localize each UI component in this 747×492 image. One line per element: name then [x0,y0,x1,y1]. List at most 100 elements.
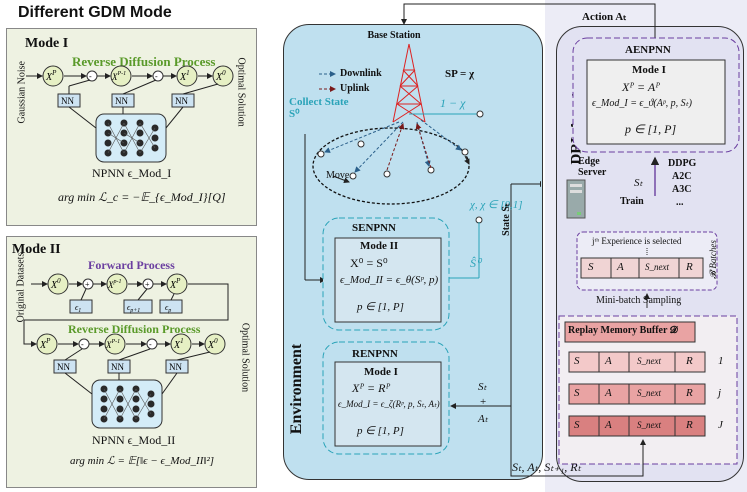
aenpnn-eq2: ϵ_Mod_I = ϵ_ϑ(Aᵖ, p, Sₜ) [592,98,692,109]
mode2-fwd-xp1: Xp-1 [106,273,128,295]
svg-text:X0: X0 [207,337,218,351]
buf-row2-index: j [718,387,722,399]
s-hat-label: Ŝ⁰ [470,256,481,270]
mode1-loss: arg min ℒ_c = −𝔼_{ϵ_Mod_I}[Q] [58,190,226,204]
buf-row3-s: S [574,419,580,431]
agent-diagram [401,3,740,477]
buffer-title: Replay Memory Buffer 𝓓 [568,325,678,336]
mode2-npnn-label: NPNN ϵ_Mod_II [92,433,176,447]
svg-text:NN: NN [169,362,182,372]
renpnn-mode: Mode I [364,366,398,378]
mode2-rev-xp1: XP-1 [104,333,126,355]
batch-cell-snext: S_next [645,262,669,272]
buf-row1-snext: S_next [637,356,661,366]
action-label: Action Aₜ [582,11,627,23]
mode2-panel [6,236,257,488]
at-label: Aₜ [478,413,488,425]
tower-icon [392,43,426,123]
svg-text:NN: NN [175,96,188,106]
svg-text:Xp-1: Xp-1 [107,279,122,290]
mode2-loss: arg min ℒ = 𝔼[‖ϵ − ϵ_Mod_II‖²] [70,455,215,467]
senpnn-eq1: X⁰ = S⁰ [350,256,388,270]
buf-row1-a: A [605,355,612,367]
svg-text:NN: NN [61,96,74,106]
aenpnn-eq1: Xᴾ = Aᴾ [622,80,660,94]
svg-text:-: - [149,340,152,349]
one-minus-chi-label: 1 − χ [440,96,466,110]
aenpnn-title: AENPNN [625,44,671,56]
svg-text:ϵ1: ϵ1 [75,303,81,314]
batch-cell-a: A [617,261,624,273]
mode2-rev-x1: X1 [170,333,192,355]
svg-text:X0: X0 [50,277,61,291]
mode1-process-title: Reverse Diffusion Process [72,54,216,69]
st-label: Sₜ [478,381,487,393]
svg-text:X1: X1 [179,69,190,83]
buf-row1-s: S [574,355,580,367]
algo-a3c: A3C [672,184,692,195]
server-icon [566,179,586,219]
svg-text:-: - [89,72,92,81]
buf-row1-r: R [686,355,693,367]
minibatch-label: Mini-batch Sampling [596,295,682,306]
svg-text:XP-1: XP-1 [111,71,126,82]
mode2-fwd-x0: X0 [47,273,69,295]
batches-label: 𝓑 Batches [707,240,718,279]
mode2-rev-xp: XP [36,333,58,355]
svg-text:+: + [85,280,90,289]
buf-row3-index: J [718,419,723,431]
svg-text:NN: NN [115,96,128,106]
svg-text:NN: NN [111,362,124,372]
mode2-diagram: X0 + Xp-1 + XP ϵ1 ϵp+1 ϵp XP - XP-1 - X1… [23,273,229,429]
algo-more: ... [676,197,684,208]
mode2-forward-title: Forward Process [88,258,175,272]
mode1-node-xp1: XP-1 [110,65,132,87]
svg-text:X1: X1 [173,337,184,351]
uplink-label: Uplink [340,83,370,94]
renpnn-title: RENPNN [352,348,398,360]
sp-label: SP = χ [445,68,475,80]
svg-text:-: - [81,340,84,349]
svg-text:ϵp+1: ϵp+1 [127,303,140,314]
svg-text:NN: NN [57,362,70,372]
senpnn-range: p ∈ [1, P] [357,301,404,313]
buf-row3-r: R [686,419,693,431]
aenpnn-mode: Mode I [632,64,666,76]
agent-st-label: Sₜ [634,177,643,189]
aenpnn-range: p ∈ [1, P] [625,122,677,136]
mode1-node-x0: X0 [212,65,234,87]
svg-text:-: - [155,72,158,81]
batch-cell-r: R [686,261,693,273]
base-station-label: Base Station [367,30,421,41]
batch-cell-s: S [588,261,594,273]
buf-row3-a: A [605,419,612,431]
chi-range-label: χ, χ ∈ [0,1] [470,199,523,211]
tuple-label: Sₜ, Aₜ, Sₜ₊₁, Rₜ [512,460,582,474]
collect-state-label: Collect State S⁰ [289,96,349,120]
senpnn-mode: Mode II [360,240,399,252]
mode2-rev-x0: X0 [204,333,226,355]
mode1-node-xp: XP [42,65,64,87]
mode1-diagram: XP - XP-1 - X1 X0 NN NN NN [26,65,234,163]
svg-text:ϵp: ϵp [165,303,171,314]
plus-label: + [480,396,487,408]
svg-text:+: + [145,280,150,289]
downlink-label: Downlink [340,68,382,79]
left-title: Different GDM Mode [18,4,172,21]
buf-row1-index: 1 [718,355,724,367]
mode2-label: Mode II [12,242,61,257]
svg-text:XP-1: XP-1 [105,339,120,350]
mode1-node-x1: X1 [176,65,198,87]
svg-text:X0: X0 [215,69,226,83]
buf-row3-snext: S_next [637,420,661,430]
experience-selected-label: jᵗʰ Experience is selected [592,236,682,246]
buf-row2-s: S [574,387,580,399]
senpnn-title: SENPNN [352,222,397,234]
mode2-reverse-title: Reverse Diffusion Process [68,322,201,336]
buf-row2-a: A [605,387,612,399]
edge-server-label: Edge Server [578,156,607,178]
env-diagram [304,43,541,455]
renpnn-range: p ∈ [1, P] [357,425,404,437]
renpnn-eq1: Xᴾ = Rᴾ [352,381,391,395]
algo-a2c: A2C [672,171,692,182]
